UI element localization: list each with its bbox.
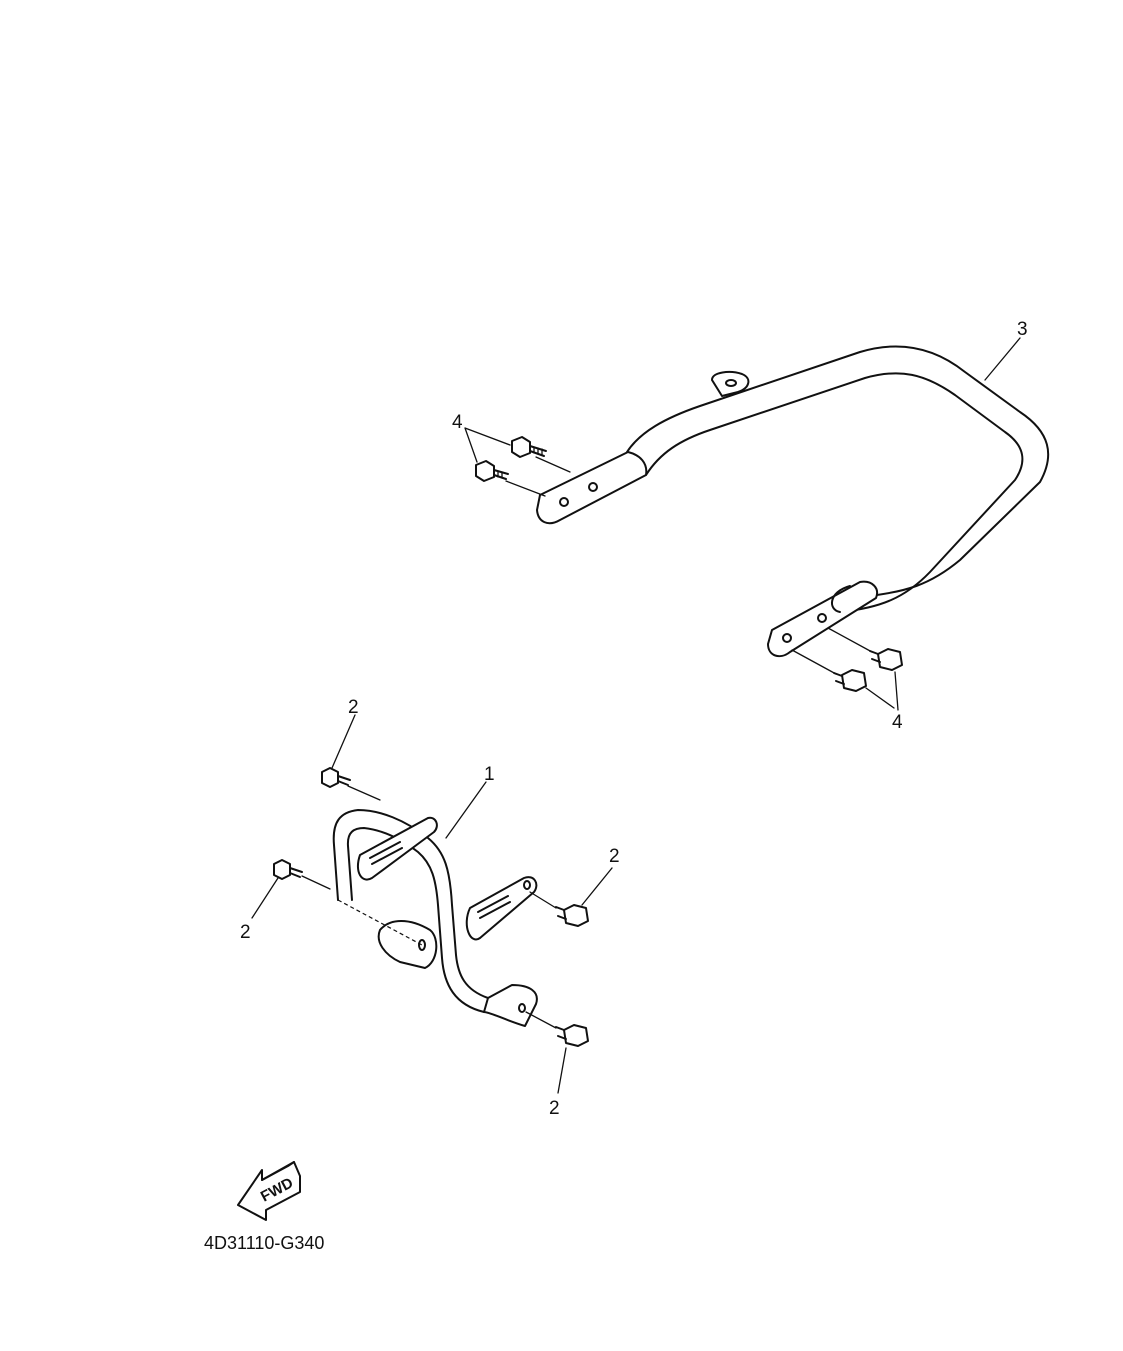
callout-2-top: 2 bbox=[348, 697, 359, 718]
grab-bar-part-3 bbox=[536, 345, 1050, 658]
bolt-part-4-c bbox=[869, 648, 903, 671]
bolt-part-2-left bbox=[273, 859, 303, 880]
bolt-part-4-d bbox=[833, 669, 867, 692]
callout-3: 3 bbox=[1017, 319, 1028, 340]
bolt-part-4-a bbox=[511, 436, 547, 458]
callout-1: 1 bbox=[484, 764, 495, 785]
callout-4-bottom: 4 bbox=[892, 712, 903, 733]
callout-2-left: 2 bbox=[240, 922, 251, 943]
callout-4-top: 4 bbox=[452, 412, 463, 433]
fwd-arrow-icon: FWD bbox=[237, 1161, 301, 1221]
grab-bar-part-1 bbox=[332, 809, 538, 1027]
diagram-code: 4D31110-G340 bbox=[204, 1233, 324, 1253]
callout-2-bottom: 2 bbox=[549, 1098, 560, 1119]
bolt-part-2-top bbox=[321, 767, 351, 788]
bolt-part-4-b bbox=[475, 460, 509, 482]
callout-2-right: 2 bbox=[609, 846, 620, 867]
bolt-part-2-right bbox=[555, 904, 589, 927]
bolt-part-2-bottom bbox=[555, 1024, 589, 1047]
